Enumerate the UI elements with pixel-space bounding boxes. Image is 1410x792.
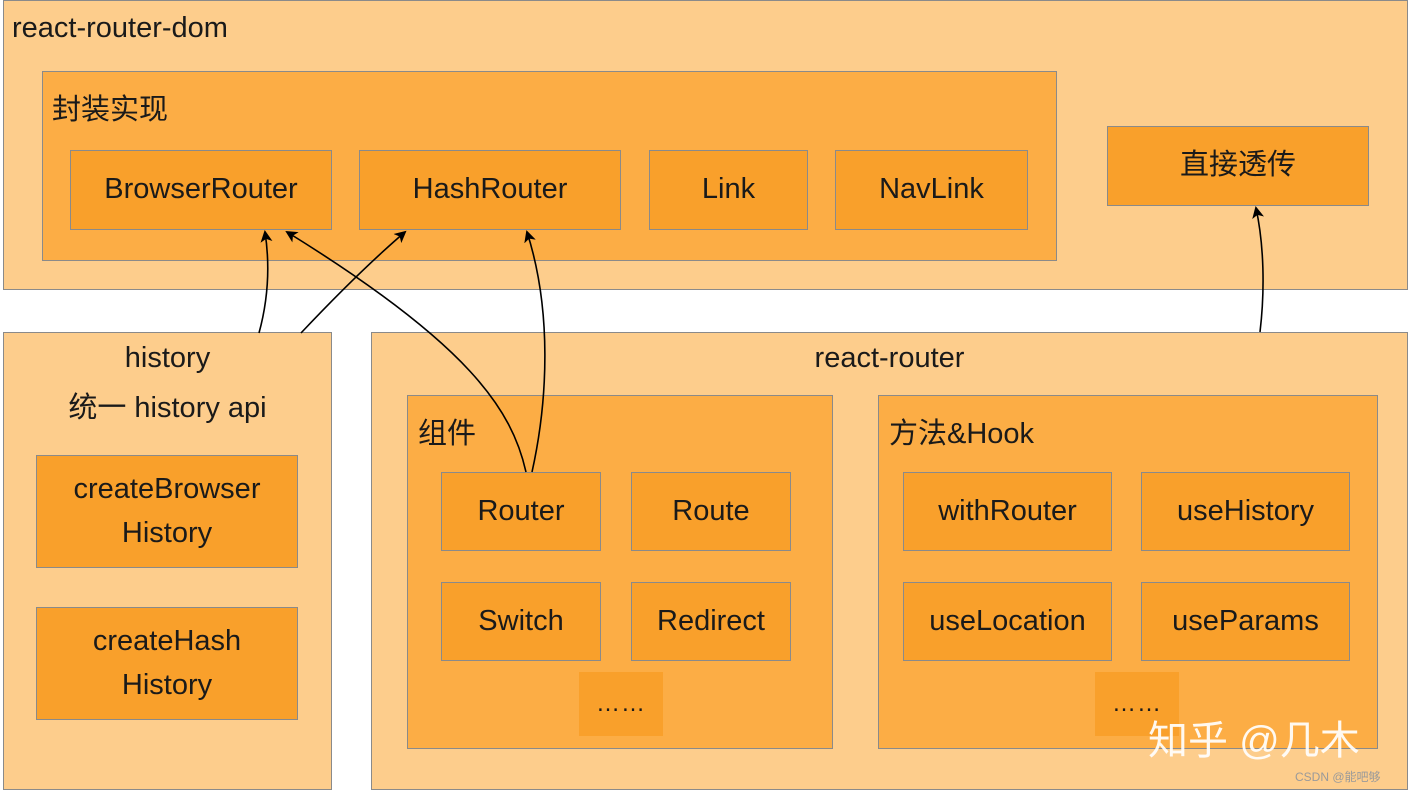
link-node: Link [649, 150, 808, 230]
create-browser-history-line1: createBrowser [73, 473, 261, 505]
hooks-more: …… [1095, 672, 1179, 736]
use-history-node: useHistory [1141, 472, 1350, 551]
create-hash-history-line2: History [121, 668, 213, 701]
react-router-title: react-router [814, 342, 965, 374]
create-hash-history-line1: createHash [92, 625, 242, 657]
switch-node: Switch [441, 582, 601, 661]
wrap-group-title: 封装实现 [52, 94, 169, 126]
hooks-group-title: 方法&Hook [889, 418, 1035, 450]
create-browser-history-line2: History [121, 516, 213, 549]
route-node: Route [631, 472, 791, 551]
react-router-dom-title: react-router-dom [12, 12, 228, 44]
components-more: …… [579, 672, 663, 736]
passthrough-node: 直接透传 [1107, 126, 1369, 206]
history-subtitle: 统一 history api [68, 392, 267, 424]
use-params-node: useParams [1141, 582, 1350, 661]
watermark: 知乎 @几木 [1148, 719, 1360, 763]
browser-router-node: BrowserRouter [70, 150, 332, 230]
create-hash-history-node: createHash History [36, 607, 298, 720]
watermark-small: CSDN @能吧够 [1295, 770, 1381, 784]
create-browser-history-node: createBrowser History [36, 455, 298, 568]
components-group-title: 组件 [418, 418, 477, 450]
navlink-node: NavLink [835, 150, 1028, 230]
history-title: history [124, 342, 211, 374]
use-location-node: useLocation [903, 582, 1112, 661]
with-router-node: withRouter [903, 472, 1112, 551]
hash-router-node: HashRouter [359, 150, 621, 230]
redirect-node: Redirect [631, 582, 791, 661]
router-node: Router [441, 472, 601, 551]
